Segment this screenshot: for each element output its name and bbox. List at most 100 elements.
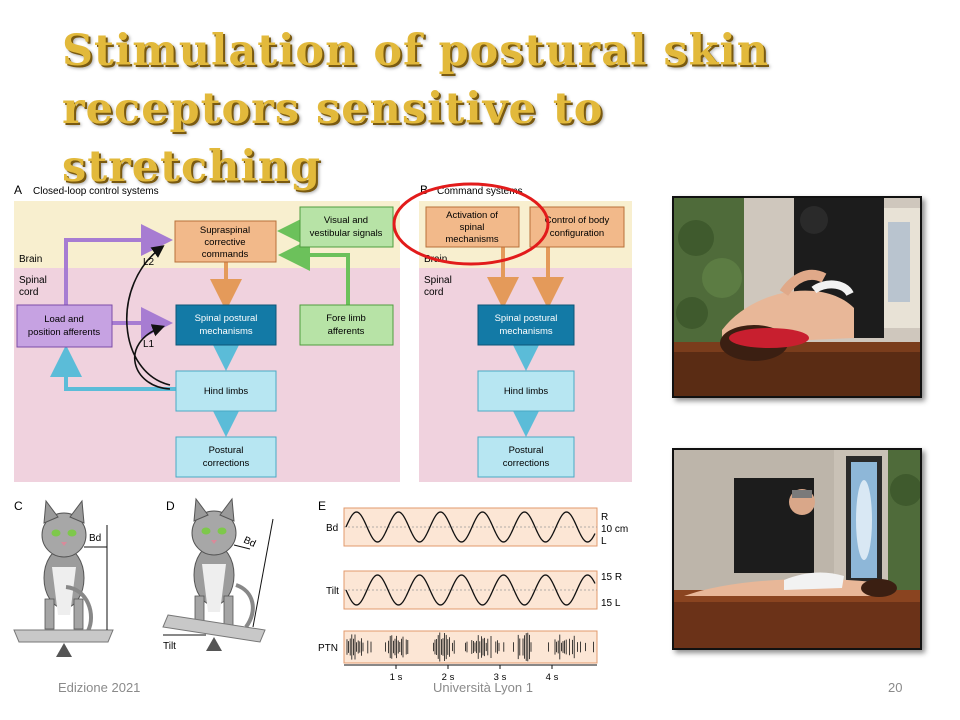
postural-corrections-box [175,436,277,478]
panel-d-letter: D [166,499,175,513]
supraspinal-line2: corrective [204,237,245,248]
panel-c: C Bd [13,499,114,657]
postural-control-figure: A Closed-loop control systems Brain Spin… [13,182,632,680]
bd-r-label: R [601,512,608,523]
panel-a-letter: A [14,183,22,197]
b-postural-box [477,436,575,478]
ptn-spike-train [346,632,594,662]
time-tick-label-2: 2 s [442,672,455,680]
cat-d-illustration [191,497,255,629]
bd-trace-panel [343,507,598,547]
panel-a-cord-label: cord [19,287,38,298]
slide-title: Stimulation of postural skin receptors s… [62,22,822,196]
tilt-trace-label: Tilt [326,586,339,597]
activation-line3: mechanisms [445,234,499,245]
bd-label-d: Bd [242,535,258,550]
forelimb-line2: afferents [328,326,365,337]
control-line1: Control of body [545,215,610,226]
postural-line2: corrections [203,458,250,469]
cat-c-illustration [41,499,93,632]
slide-title-line-1: Stimulation of postural skin [62,26,769,76]
bd-l-label: L [601,536,607,547]
load-line1: Load and [44,314,84,325]
visual-line2: vestibular signals [310,228,383,239]
tilt-r-label: 15 R [601,572,622,583]
massage-photo-top [672,196,922,398]
panel-e-letter: E [318,499,326,513]
loop-l1-label: L1 [143,339,155,350]
b-spinal-line2: mechanisms [499,326,553,337]
panel-b-letter: B [420,183,428,197]
supraspinal-line1: Supraspinal [200,225,250,236]
bd-label-c: Bd [89,533,101,544]
footer-university: Università Lyon 1 [433,680,533,695]
platform-d [162,614,266,643]
hind-limbs-label: Hind limbs [204,386,249,397]
time-tick-label-4: 4 s [546,672,559,680]
forelimb-line1: Fore limb [326,313,366,324]
b-hind-limbs-label: Hind limbs [504,386,549,397]
panel-a-spinal-label: Spinal [19,275,47,286]
b-hind-limbs-box [477,370,575,412]
activation-line1: Activation of [446,210,498,221]
load-afferents-box [16,304,113,348]
panel-b: B Command systems Brain Spinal cord Acti… [392,182,632,482]
panel-b-spinal-label: Spinal [424,275,452,286]
panel-b-heading: Command systems [437,186,523,197]
bd-line-d [233,544,251,550]
time-tick-label-1: 1 s [390,672,403,680]
ptn-trace-label: PTN [318,643,338,654]
loop-l2 [125,245,171,386]
forelimb-to-supraspinal-arrow [278,239,350,305]
spinal-postural-line1: Spinal postural [195,313,258,324]
loop-l1 [133,324,171,390]
hind-limbs-box [175,370,277,412]
hindlimbs-to-load-arrow [50,345,176,391]
tilt-trace-panel [343,570,598,610]
time-tick-label-3: 3 s [494,672,507,680]
visual-line1: Visual and [324,215,368,226]
highlight-ellipse [392,182,550,266]
platform-c [13,629,114,643]
supraspinal-line3: commands [202,249,249,260]
bd-slant-d [252,518,274,628]
fulcrum-c [56,643,72,657]
loop-l2-label: L2 [143,257,155,268]
forelimb-afferents-box [299,304,394,346]
massage-photo-top-image [674,198,920,396]
panel-c-letter: C [14,499,23,513]
panel-d: D Tilt Bd [162,497,274,652]
visual-vestibular-box [299,206,394,248]
panel-a-heading: Closed-loop control systems [33,186,159,197]
b-spinal-postural-box [477,304,575,346]
massage-photo-bottom-image [674,450,920,648]
fulcrum-d [206,637,222,651]
tilt-label-d: Tilt [163,641,176,652]
postural-line1: Postural [209,445,244,456]
panel-a-brain-label: Brain [19,254,42,265]
load-to-supraspinal-arrow [64,224,173,305]
ptn-trace-panel [343,630,598,664]
bd-trace-label: Bd [326,523,338,534]
b-spinal-line1: Spinal postural [495,313,558,324]
footer-edition: Edizione 2021 [58,680,141,695]
bd-amp-label: 10 cm [601,524,628,535]
supraspinal-box [174,220,277,263]
slide-title-line-2: receptors sensitive to stretching [62,84,604,192]
b-postural-line1: Postural [509,445,544,456]
massage-photo-bottom [672,448,922,650]
b-postural-line2: corrections [503,458,550,469]
spinal-postural-line2: mechanisms [199,326,253,337]
tilt-l-label: 15 L [601,598,621,609]
panel-e: E Bd R 10 cm L Tilt 15 R 15 L PTN 1 s 2 … [318,499,628,680]
spinal-postural-box [175,304,277,346]
load-line2: position afferents [28,327,100,338]
bd-trace [345,511,596,543]
footer-page-number: 20 [888,680,903,695]
activation-box [425,206,520,248]
panel-a: A Closed-loop control systems Brain Spin… [14,183,400,482]
activation-line2: spinal [460,222,485,233]
control-line2: configuration [550,228,604,239]
tilt-trace [345,574,596,606]
panel-b-cord-label: cord [424,287,443,298]
